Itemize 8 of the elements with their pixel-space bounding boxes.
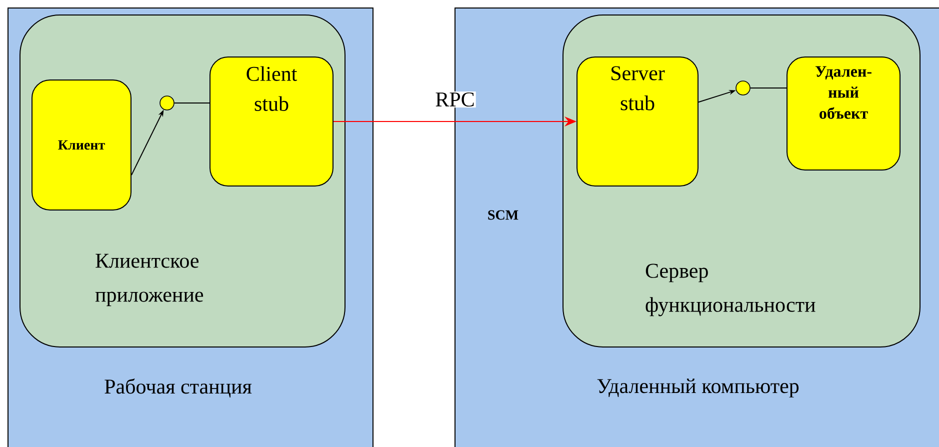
component-box: Удален- ный объект [786, 56, 900, 170]
component-box: Client stub [210, 56, 334, 186]
interface-circle [160, 96, 174, 110]
component-box: Клиент [32, 80, 132, 210]
scm-label: SCM [488, 210, 518, 220]
component-box: Server stub [576, 56, 698, 186]
interface-circle [736, 80, 750, 96]
edge-label: RPC [436, 92, 474, 107]
